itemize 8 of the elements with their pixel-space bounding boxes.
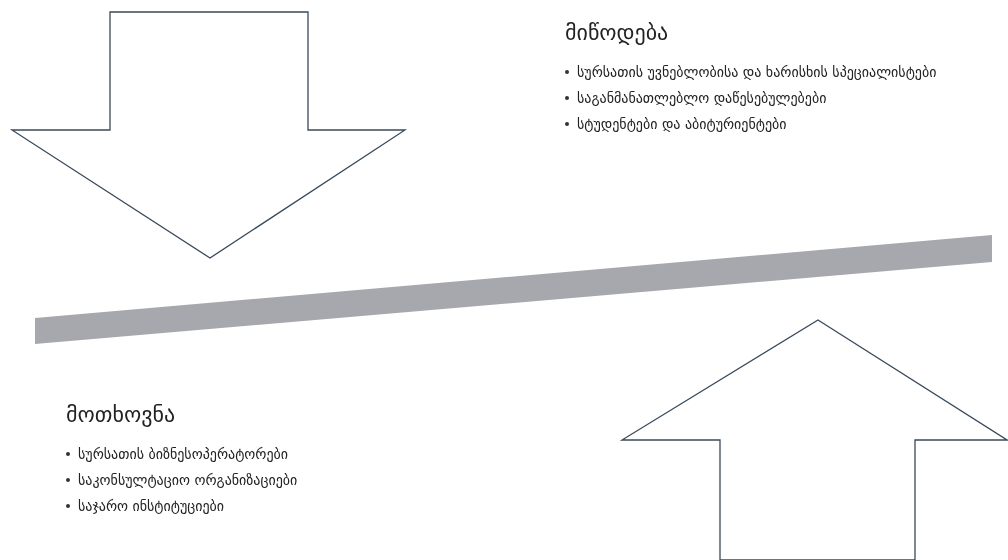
list-item: საკონსულტაციო ორგანიზაციები	[78, 471, 298, 490]
list-item: სტუდენტები და აბიტურიენტები	[577, 115, 787, 134]
list-item: საჯარო ინსტიტუციები	[78, 497, 225, 516]
heading: მოთხოვნა	[66, 401, 176, 429]
list-item: სურსათის უვნებლობისა და ხარისხის სპეციალისტები	[577, 63, 937, 82]
list-item: სურსათის ბიზნესოპერატორები	[78, 445, 289, 464]
heading: მიწოდება	[565, 19, 669, 47]
list-item: საგანმანათლებლო დაწესებულებები	[577, 89, 827, 108]
